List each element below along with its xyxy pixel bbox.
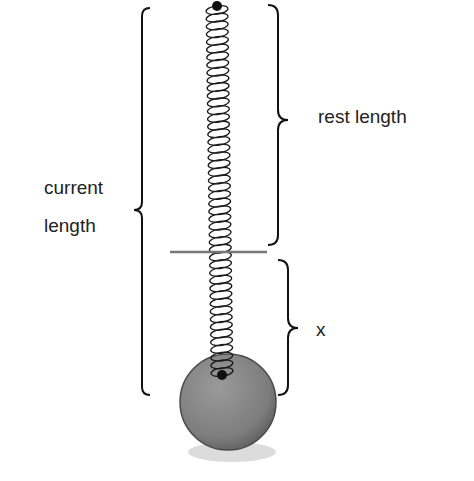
spring-coils: [206, 4, 234, 377]
rest-length-mark: [170, 251, 267, 254]
curly-bracket: [268, 5, 288, 245]
dimension-label: current length: [44, 169, 126, 245]
brackets: [134, 5, 298, 395]
mass-dot: [217, 370, 227, 380]
curly-bracket: [278, 260, 298, 395]
dimension-label: x: [316, 311, 346, 349]
anchor-dot: [212, 1, 222, 11]
ball: [180, 354, 276, 450]
dimension-label: rest length: [318, 98, 458, 136]
curly-bracket: [134, 8, 150, 395]
